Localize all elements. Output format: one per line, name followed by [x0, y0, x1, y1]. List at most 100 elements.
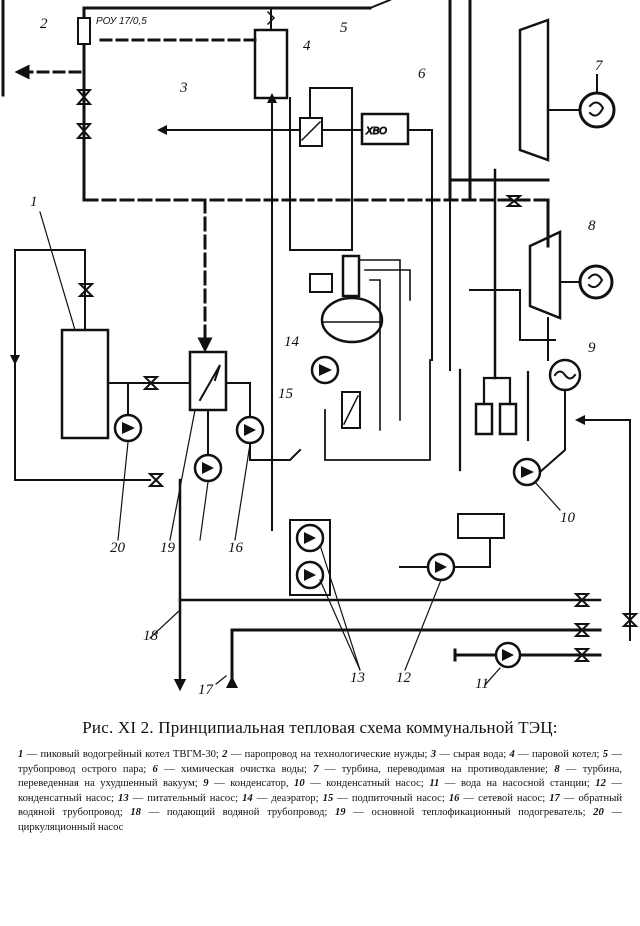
drain-tank	[457, 513, 505, 539]
valve-icon	[573, 623, 591, 637]
feed-pump-a	[295, 523, 325, 553]
label-16: 16	[228, 540, 244, 556]
valve-icon	[573, 648, 591, 662]
valve-icon	[75, 123, 93, 139]
heater-right-pipe	[458, 368, 530, 472]
legend-item-number: 8	[554, 763, 560, 775]
legend-item-number: 11	[429, 778, 440, 790]
pump-20-line	[107, 382, 191, 416]
legend-item-text: — трубопровод острого пара;	[18, 749, 622, 775]
label-20: 20	[110, 540, 126, 556]
valve-icon	[75, 89, 93, 105]
pump-arrow	[521, 466, 534, 478]
deaerator-heater	[309, 273, 333, 293]
legend-item-number: 14	[242, 792, 253, 804]
generator-8	[578, 264, 614, 300]
label-1: 1	[30, 194, 38, 210]
label-13: 13	[350, 670, 365, 686]
legend-item-number: 2	[222, 749, 228, 760]
legend-item-text: — циркуляционный насос	[18, 807, 622, 833]
feed-pump-loop	[289, 519, 331, 596]
legend-item: 12 — конденсатный насос;	[18, 778, 622, 804]
center-loop	[324, 359, 431, 461]
leader-13a	[319, 544, 361, 671]
legend-item-number: 6	[152, 763, 158, 775]
figure-legend: 1 — пиковый водогрейный котел ТВГМ-30; 2…	[18, 748, 622, 836]
label-8: 8	[588, 218, 596, 234]
leader-11	[484, 667, 501, 686]
valve-icon	[77, 283, 95, 297]
deaerator-piping	[359, 259, 411, 431]
pump-arrow	[202, 462, 214, 474]
cooling-water-line	[575, 415, 631, 641]
label-5: 5	[340, 20, 348, 36]
legend-item-text: — паровой котел;	[514, 749, 603, 760]
valve-icon	[147, 473, 165, 487]
legend-item-number: 15	[322, 792, 334, 804]
boiler-feed	[266, 10, 276, 26]
legend-item: 4 — паровой котел;	[510, 749, 603, 760]
condensate-line	[538, 389, 566, 474]
leader-17	[215, 675, 227, 685]
label-15: 15	[278, 386, 294, 402]
hx-diagonal	[300, 120, 322, 142]
deaerator-column	[341, 254, 361, 298]
label-6: 6	[418, 66, 426, 82]
legend-item-text: — конденсатный насос;	[304, 778, 430, 790]
live-steam-pipe	[368, 0, 392, 10]
figure-caption-title: Рис. XI 2. Принципиальная тепловая схема…	[82, 718, 558, 737]
legend-item: 13 — питательный насос;	[118, 793, 242, 804]
leader-13b	[319, 579, 361, 671]
label-11: 11	[475, 676, 489, 692]
main-heater-coil	[198, 364, 221, 402]
label-10: 10	[560, 510, 576, 526]
pump-lower-line	[399, 539, 491, 568]
legend-item-number: 10	[294, 778, 305, 790]
legend-item: 16 — сетевой насос;	[449, 793, 549, 804]
hvo-out	[407, 129, 433, 231]
label-3: 3	[179, 80, 188, 96]
legend-item-text: — подпиточный насос;	[333, 792, 449, 804]
leader-12b	[199, 481, 209, 541]
hvo-tag: ХВО	[365, 126, 387, 137]
rou-unit	[77, 17, 91, 45]
pump-arrow	[435, 561, 447, 573]
legend-item: 3 — сырая вода;	[431, 749, 510, 760]
legend-item-number: 7	[313, 763, 319, 775]
legend-item: 18 — подающий водяной трубопровод;	[130, 807, 335, 818]
legend-item: 6 — химическая очистка воды;	[153, 764, 314, 775]
heater-right-b	[498, 402, 518, 436]
legend-item: 20 — циркуляционный насос	[18, 807, 622, 833]
deaerator-tank	[320, 296, 384, 344]
legend-item: 19 — основной теплофикационный подогрева…	[335, 807, 593, 818]
label-19: 19	[160, 540, 176, 556]
generator-7	[578, 91, 616, 129]
legend-item-text: — вода на насосной станции;	[439, 778, 596, 790]
legend-item-number: 13	[118, 792, 129, 804]
label-14: 14	[284, 334, 300, 350]
legend-item-text: — конденсатный насос;	[18, 778, 622, 804]
legend-item-text: — сетевой насос;	[459, 792, 550, 804]
pump-arrow	[304, 532, 316, 544]
leader-1	[39, 211, 76, 331]
leader-16	[234, 443, 251, 541]
legend-item-text: — обратный водяной трубопровод;	[18, 792, 623, 819]
legend-item-number: 1	[18, 749, 24, 760]
legend-item-text: — пиковый водогрейный котел ТВГМ-30;	[23, 749, 223, 760]
legend-item: 5 — трубопровод острого пара;	[18, 749, 622, 775]
turbine-8	[528, 230, 562, 320]
legend-item-number: 19	[335, 807, 346, 819]
return-water-line	[230, 628, 602, 682]
generator-symbol	[587, 273, 604, 289]
leader-10	[534, 481, 561, 511]
valve-icon	[621, 613, 639, 627]
leader-20	[117, 441, 129, 541]
turbine-7	[518, 18, 550, 162]
legend-item: 9 — конденсатор,	[203, 778, 294, 789]
valve-icon	[573, 593, 591, 607]
legend-item-number: 4	[509, 749, 515, 760]
legend-item-number: 5	[602, 749, 609, 760]
heater-center-diag	[342, 394, 360, 426]
valve-icon	[142, 376, 160, 390]
generator-symbol	[588, 101, 605, 117]
